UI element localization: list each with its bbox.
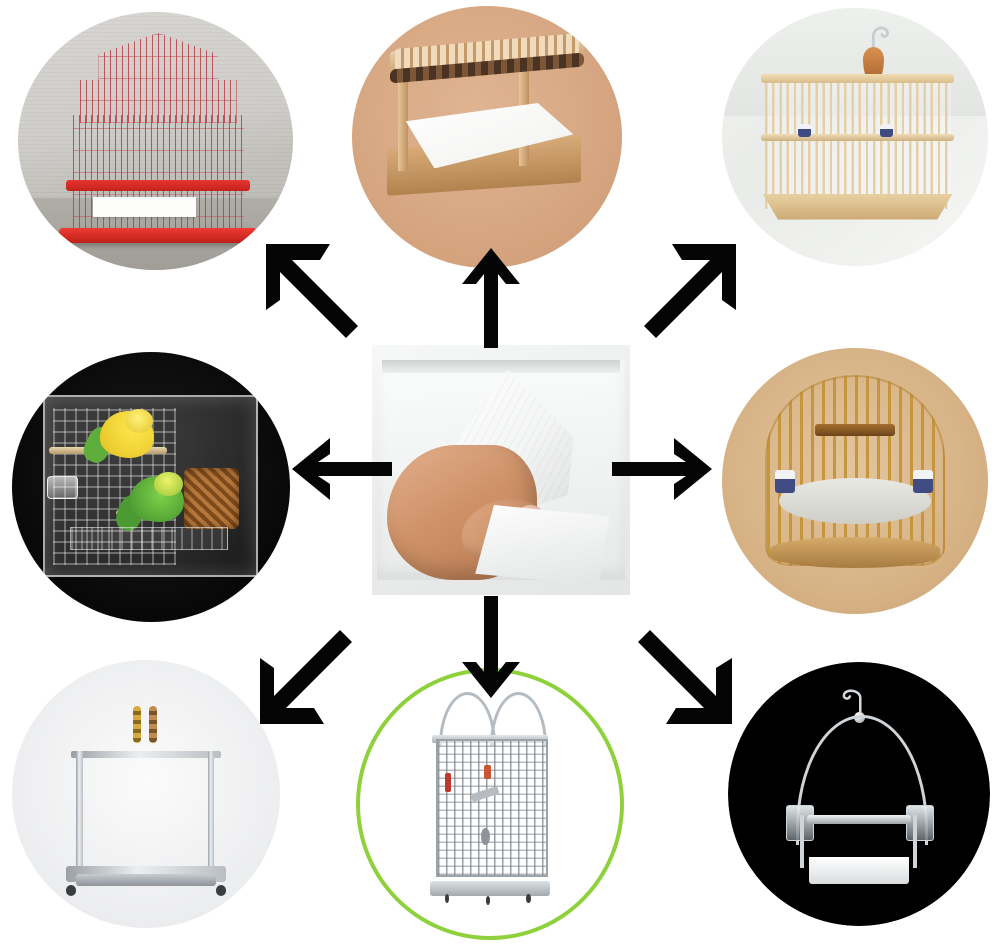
cage-door: [815, 424, 895, 436]
liner-paper-floor: [779, 478, 931, 524]
wooden-gourd-finial: [862, 46, 885, 83]
arrow-to-bottom-left: [252, 630, 360, 730]
bamboo-bars: [764, 80, 951, 210]
bamboo-cage: [760, 73, 955, 220]
budgie-head: [124, 408, 154, 433]
caster-wheel-right: [215, 885, 227, 896]
frame-leg-right: [912, 815, 917, 868]
bamboo-square-cage-scene: [722, 8, 988, 266]
frame-leg-left: [800, 815, 805, 868]
metal-hook-icon: [838, 686, 883, 720]
stand-post-left: [76, 751, 83, 875]
yellow-budgie: [79, 408, 155, 468]
hanging-perch-scene: [728, 662, 990, 926]
cage-base-ring: [769, 537, 940, 569]
green-budgie: [112, 471, 184, 535]
red-feeder-rail: [66, 179, 251, 191]
red-base-tray: [59, 227, 258, 243]
lower-sheet: [475, 505, 610, 585]
roof-wire-rings: [79, 32, 237, 124]
panel-bamboo-square-hanging-cage: Bamboo square hanging cage with gourd fi…: [722, 8, 988, 266]
water-cup: [46, 475, 79, 499]
cage-floor-grate: [69, 527, 229, 551]
perch-bar: [806, 815, 912, 824]
arrow-to-middle-right: [612, 438, 712, 500]
arrow-to-bottom-center: [462, 596, 520, 698]
panel-round-bamboo-cage: Round domed bamboo cage with feeder cups…: [722, 348, 988, 614]
cage-body: [59, 115, 258, 243]
red-wire-cage: [59, 32, 258, 243]
playtop-cage-scene: [356, 668, 624, 940]
panel-tall-playtop-rolling-cage: Tall stainless steel play-top rolling pa…: [356, 668, 624, 940]
porcelain-feeder-right: [879, 124, 893, 137]
hanging-toy-left: [132, 705, 142, 744]
hanging-toy-right: [148, 705, 158, 744]
arrow-to-middle-left: [292, 438, 392, 500]
green-highlight-ring: [356, 668, 624, 940]
caster-wheel-left: [65, 885, 77, 896]
cage-bottom-floor: [762, 193, 953, 220]
stand-post-right: [207, 751, 215, 875]
stand-leg-left: [397, 55, 408, 172]
cage-middle-rail: [760, 134, 955, 141]
acrylic-cage-box: [42, 395, 258, 578]
liner-paper-scene: [372, 345, 630, 595]
paper-stack-edge: [382, 360, 620, 373]
porcelain-feeder-left: [798, 124, 812, 137]
body-wire-rings: [73, 115, 244, 239]
panel-hanging-perch-with-cups: Hanging arch perch with feeder cups on b…: [728, 662, 990, 926]
budgie-head: [154, 471, 183, 496]
panel-acrylic-budgie-cage: Clear acrylic cage with two budgies on d…: [12, 352, 290, 622]
feeder-cup-right: [906, 804, 935, 841]
arrow-to-top-center: [462, 248, 520, 348]
white-studio-background: [12, 660, 280, 928]
stand-top-rail: [70, 751, 222, 759]
porcelain-feeder-left: [775, 470, 796, 494]
panel-wooden-bird-stand: Wooden bird stand with perch and liner p…: [352, 6, 622, 268]
cage-top-frame: [760, 73, 955, 83]
cage-peaked-roof: [79, 32, 237, 124]
acrylic-cage-scene: [12, 352, 290, 622]
body-wire-mesh: [73, 115, 244, 239]
stand-liner-tray: [76, 874, 216, 887]
seed-feeder-block: [184, 468, 239, 530]
arrow-to-top-right: [636, 238, 744, 338]
chrome-stand-scene: [12, 660, 280, 928]
panel-chrome-parrot-stand: Chrome rolling parrot stand with hanging…: [12, 660, 280, 928]
liner-paper-in-cage: [93, 196, 196, 217]
liner-tray: [809, 857, 909, 884]
round-bamboo-cage-scene: [722, 348, 988, 614]
red-wire-cage-scene: [18, 12, 293, 270]
center-product-photo: Hand peeling a sheet from a stack of whi…: [372, 345, 630, 595]
round-cage: [764, 374, 946, 569]
metal-hook-icon: [852, 21, 895, 64]
wooden-stand-scene: [352, 6, 622, 268]
porcelain-feeder-right: [912, 470, 933, 494]
panel-red-wire-breeding-cage: Red wire breeding cage with peaked roof …: [18, 12, 293, 270]
arrow-to-bottom-right: [632, 630, 740, 730]
arrow-to-top-left: [258, 238, 366, 338]
